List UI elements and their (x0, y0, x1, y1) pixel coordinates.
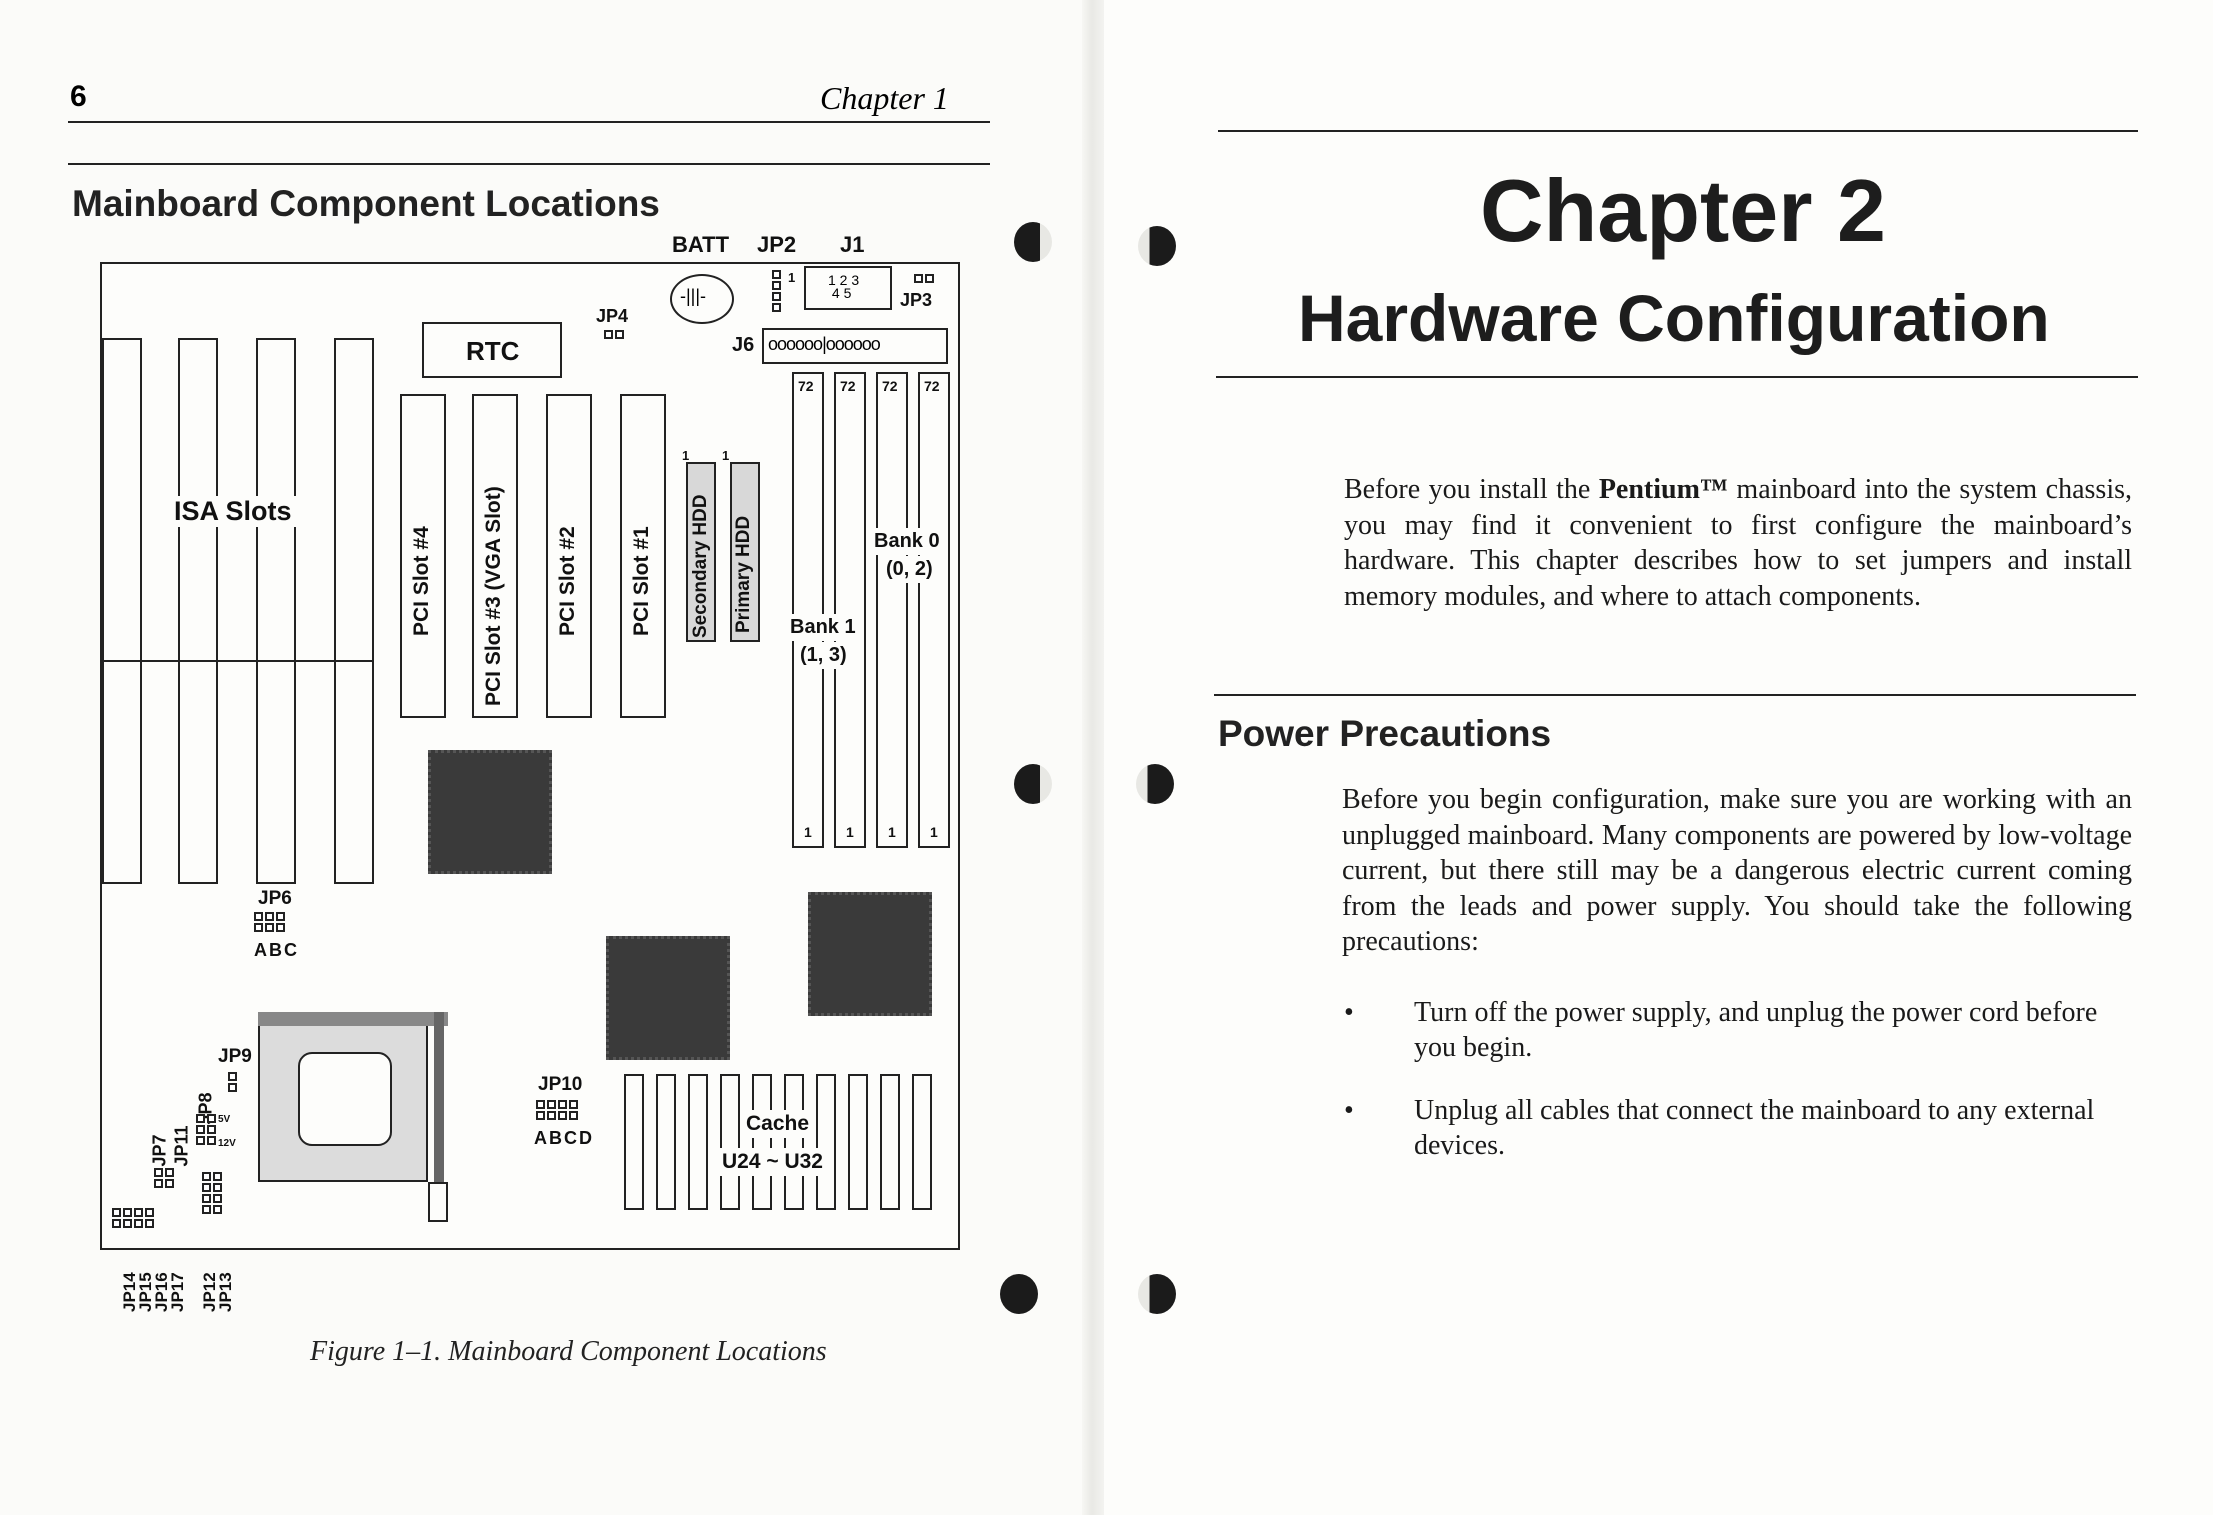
binding-hole (1138, 1274, 1176, 1314)
jp14-17-jumpers (112, 1208, 154, 1228)
title-rule (1216, 376, 2138, 378)
jp13-label: JP13 (216, 1272, 235, 1312)
running-head: Chapter 1 (820, 80, 949, 116)
cache-label: Cache (740, 1110, 816, 1138)
cpu-socket (258, 1012, 428, 1182)
simm-socket-3: 72 1 (876, 372, 908, 848)
5v-label: 5V (218, 1114, 231, 1125)
batt-label: BATT (672, 232, 730, 257)
socket-lever (434, 1012, 444, 1192)
pci-slot-1: PCI Slot #1 (620, 394, 666, 718)
section-rule-right (1214, 694, 2136, 696)
jp3-jumper (914, 274, 934, 283)
bullet-item-1: •Turn off the power supply, and unplug t… (1344, 997, 2098, 1063)
jp12-jumper (202, 1172, 222, 1214)
j6-label: J6 (732, 334, 755, 356)
cache-socket-1 (624, 1074, 644, 1210)
bank0-sub: (0, 2) (882, 556, 937, 583)
pci-slot-3: PCI Slot #3 (VGA Slot) (472, 394, 518, 718)
simm-socket-2: 72 1 (834, 372, 866, 848)
isa-slot-4 (334, 338, 374, 884)
right-page (1104, 0, 2213, 1515)
jp8-jumper (196, 1114, 216, 1145)
header-rule-right (1218, 130, 2138, 132)
j1-connector: 1 2 3 4 5 (804, 266, 892, 310)
header-rule (68, 121, 990, 123)
mainboard-diagram: -|||- 1 1 2 3 4 5 JP3 RTC JP4 J6 oooooo|… (100, 262, 960, 1250)
binding-hole (1000, 1274, 1038, 1314)
jp6-label: JP6 (258, 888, 292, 909)
jp17-label: JP17 (168, 1272, 187, 1312)
bank1-sub: (1, 3) (796, 642, 851, 669)
binding-hole (1014, 764, 1052, 804)
bullet-marker: • (1344, 997, 1354, 1028)
jp10-abcd: ABCD (534, 1128, 594, 1148)
isa-slot-3 (256, 338, 296, 884)
battery-icon: -|||- (670, 274, 734, 324)
jp4-label: JP4 (596, 306, 629, 326)
section-heading: Power Precautions (1218, 713, 1552, 754)
cache-socket-8 (848, 1074, 868, 1210)
12v-label: 12V (218, 1138, 236, 1149)
cache-socket-10 (912, 1074, 932, 1210)
cache-socket-5 (752, 1074, 772, 1210)
simm-socket-1: 72 1 (792, 372, 824, 848)
primary-hdd-connector: Primary HDD (730, 462, 760, 642)
secondary-hdd-connector: Secondary HDD (686, 462, 716, 642)
jp7-jumper (154, 1168, 174, 1188)
isa-slot-1 (102, 338, 142, 884)
isa-slot-2 (178, 338, 218, 884)
section-title: Mainboard Component Locations (72, 183, 660, 224)
jp10-jumper (536, 1100, 578, 1120)
chapter-subtitle: Hardware Configuration (1298, 281, 2050, 355)
bank1-label: Bank 1 (786, 614, 860, 641)
jp2-label: JP2 (757, 232, 797, 257)
jp11-label: JP11 (171, 1125, 192, 1167)
binding-hole (1014, 222, 1052, 262)
binding-hole (1138, 226, 1176, 266)
simm-socket-4: 72 1 (918, 372, 950, 848)
pci-slot-2: PCI Slot #2 (546, 394, 592, 718)
controller-chip-1 (428, 750, 552, 874)
jp2-pin1-label: 1 (788, 270, 796, 285)
section-rule (68, 163, 990, 165)
bullet-marker: • (1344, 1095, 1354, 1126)
pci-slot-4: PCI Slot #4 (400, 394, 446, 718)
j1-label: J1 (840, 232, 865, 257)
jp6-abc: ABC (254, 940, 299, 960)
bank0-label: Bank 0 (870, 528, 944, 555)
jp9-label: JP9 (218, 1046, 252, 1067)
jp2-jumper (772, 270, 781, 312)
binding-hole (1136, 764, 1174, 804)
isa-slots-label: ISA Slots (170, 496, 296, 527)
cache-socket-7 (816, 1074, 836, 1210)
bullet-item-2: •Unplug all cables that connect the main… (1344, 1095, 2095, 1161)
page-number: 6 (70, 80, 87, 113)
jp4-jumper (604, 330, 624, 339)
jp6-jumper (254, 912, 285, 932)
j6-connector: oooooo|oooooo (762, 328, 948, 364)
cache-socket-4 (720, 1074, 740, 1210)
cache-socket-6 (784, 1074, 804, 1210)
jp10-label: JP10 (538, 1074, 583, 1095)
left-page: 6 Chapter 1 Mainboard Component Location… (0, 0, 1092, 1515)
cache-socket-2 (656, 1074, 676, 1210)
precautions-paragraph: Before you begin configuration, make sur… (1342, 784, 2132, 957)
pentium-trademark: Pentium™ (1598, 474, 1728, 505)
jp3-label: JP3 (900, 290, 933, 310)
rtc-chip: RTC (422, 322, 562, 378)
figure-caption: Figure 1–1. Mainboard Component Location… (310, 1336, 827, 1367)
cache-socket-3 (688, 1074, 708, 1210)
controller-chip-2 (606, 936, 730, 1060)
jp9-jumper (228, 1072, 237, 1092)
binding-gutter (1082, 0, 1104, 1515)
chapter-title: Chapter 2 (1480, 161, 1886, 260)
controller-chip-3 (808, 892, 932, 1016)
jp7-label: JP7 (149, 1134, 170, 1167)
cache-range-label: U24 ~ U32 (716, 1148, 829, 1176)
intro-paragraph: Before you install the Pentium™ mainboar… (1344, 474, 2133, 612)
cache-socket-9 (880, 1074, 900, 1210)
